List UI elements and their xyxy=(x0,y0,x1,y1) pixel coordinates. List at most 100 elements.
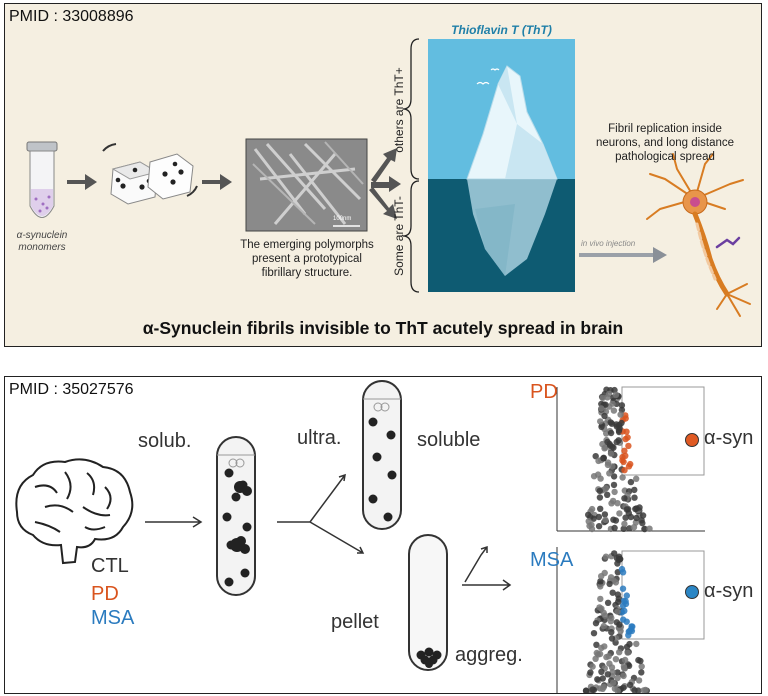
pd-point xyxy=(633,505,640,512)
volcano-plot-msa xyxy=(556,547,705,693)
pd-point xyxy=(596,494,604,501)
pd-point xyxy=(598,405,605,412)
msa-point xyxy=(608,614,615,622)
tube-label: α-synuclein xyxy=(16,230,68,241)
msa-point xyxy=(612,579,620,586)
msa-point xyxy=(596,685,604,692)
fibril-text: neurons, and long distance xyxy=(595,137,735,149)
label-ultra: ultra. xyxy=(297,427,342,449)
polymorph-caption: present a prototypical xyxy=(252,253,362,265)
em-micrograph xyxy=(245,138,368,232)
msa-point xyxy=(589,663,596,670)
msa-point xyxy=(640,687,647,693)
msa-point xyxy=(635,677,643,684)
msa-point xyxy=(631,687,638,693)
msa-point xyxy=(609,668,616,676)
pd-point xyxy=(612,391,620,398)
pd-point xyxy=(618,402,626,409)
msa-point xyxy=(620,663,628,670)
pd-point xyxy=(610,473,618,480)
plot-label-msa: MSA xyxy=(530,549,574,571)
msa-point xyxy=(609,679,617,687)
pd-point xyxy=(616,510,623,517)
process-arrows xyxy=(145,473,512,591)
msa-point xyxy=(597,595,604,603)
msa-point xyxy=(608,664,616,671)
pd-point xyxy=(627,513,635,521)
pd-point xyxy=(597,418,604,425)
msa-point xyxy=(614,687,621,693)
pd-point xyxy=(639,512,647,519)
bottom-panel: PMID : 35027576 xyxy=(4,376,762,694)
brain-icon xyxy=(15,458,134,565)
msa-point xyxy=(593,641,600,648)
pd-point xyxy=(594,471,602,478)
msa-point xyxy=(608,629,615,636)
pd-point xyxy=(610,407,618,414)
pd-point xyxy=(630,524,638,531)
pd-point xyxy=(604,491,611,498)
top-panel-graphics xyxy=(26,38,751,317)
msa-point xyxy=(626,681,634,689)
msa-point xyxy=(620,684,627,691)
msa-point xyxy=(623,643,631,651)
msa-point xyxy=(638,669,645,676)
pd-point xyxy=(602,401,609,408)
neuron-illustration xyxy=(646,153,751,317)
msa-point xyxy=(619,585,627,592)
msa-point xyxy=(597,583,604,590)
pd-point xyxy=(619,474,626,481)
msa-point xyxy=(606,580,613,588)
pd-point xyxy=(646,525,653,532)
msa-point xyxy=(598,573,605,580)
pd-point xyxy=(606,470,613,477)
pd-point xyxy=(596,487,603,495)
msa-point xyxy=(608,635,616,642)
pd-point xyxy=(595,513,603,521)
top-panel: PMID : 33008896 xyxy=(4,3,762,347)
msa-point xyxy=(614,674,621,682)
pd-point xyxy=(639,519,646,527)
pd-point xyxy=(613,421,620,428)
pd-point xyxy=(609,463,616,470)
bracket-lower xyxy=(402,180,420,293)
pd-point xyxy=(599,440,606,448)
msa-point xyxy=(604,599,612,606)
msa-point xyxy=(587,669,594,676)
pd-point xyxy=(621,467,628,474)
pd-point xyxy=(618,419,625,427)
pd-point xyxy=(599,394,606,401)
iceberg-illustration xyxy=(428,39,575,292)
msa-point xyxy=(635,656,642,664)
pd-point xyxy=(633,514,640,522)
msa-point xyxy=(582,687,590,693)
pd-point xyxy=(597,505,604,512)
pd-point xyxy=(621,520,628,528)
msa-point xyxy=(623,592,630,599)
polymorph-caption: fibrillary structure. xyxy=(261,267,353,279)
pd-point xyxy=(609,400,616,407)
msa-legend-dot xyxy=(685,585,699,599)
msa-point xyxy=(597,578,604,585)
pmid-label: PMID : 33008896 xyxy=(9,8,134,25)
msa-point xyxy=(621,656,629,664)
label-pellet: pellet xyxy=(331,611,379,633)
pd-point xyxy=(601,412,608,420)
msa-point xyxy=(623,618,630,625)
msa-point xyxy=(599,675,606,682)
pd-point xyxy=(602,516,609,524)
msa-point xyxy=(620,597,627,605)
pd-point xyxy=(607,450,615,457)
label-solub: solub. xyxy=(138,430,192,452)
msa-point xyxy=(611,550,618,557)
others-tht-label: others are ThT+ xyxy=(392,67,406,153)
asyn-label-msa: α-syn xyxy=(704,580,754,602)
pd-point xyxy=(601,511,609,518)
fibril-text: pathological spread xyxy=(615,151,715,163)
msa-point xyxy=(614,591,622,598)
pd-point xyxy=(641,525,648,533)
pd-point xyxy=(595,457,602,465)
label-msa: MSA xyxy=(91,607,135,629)
pellet-tube xyxy=(408,534,448,671)
msa-point xyxy=(618,565,626,573)
